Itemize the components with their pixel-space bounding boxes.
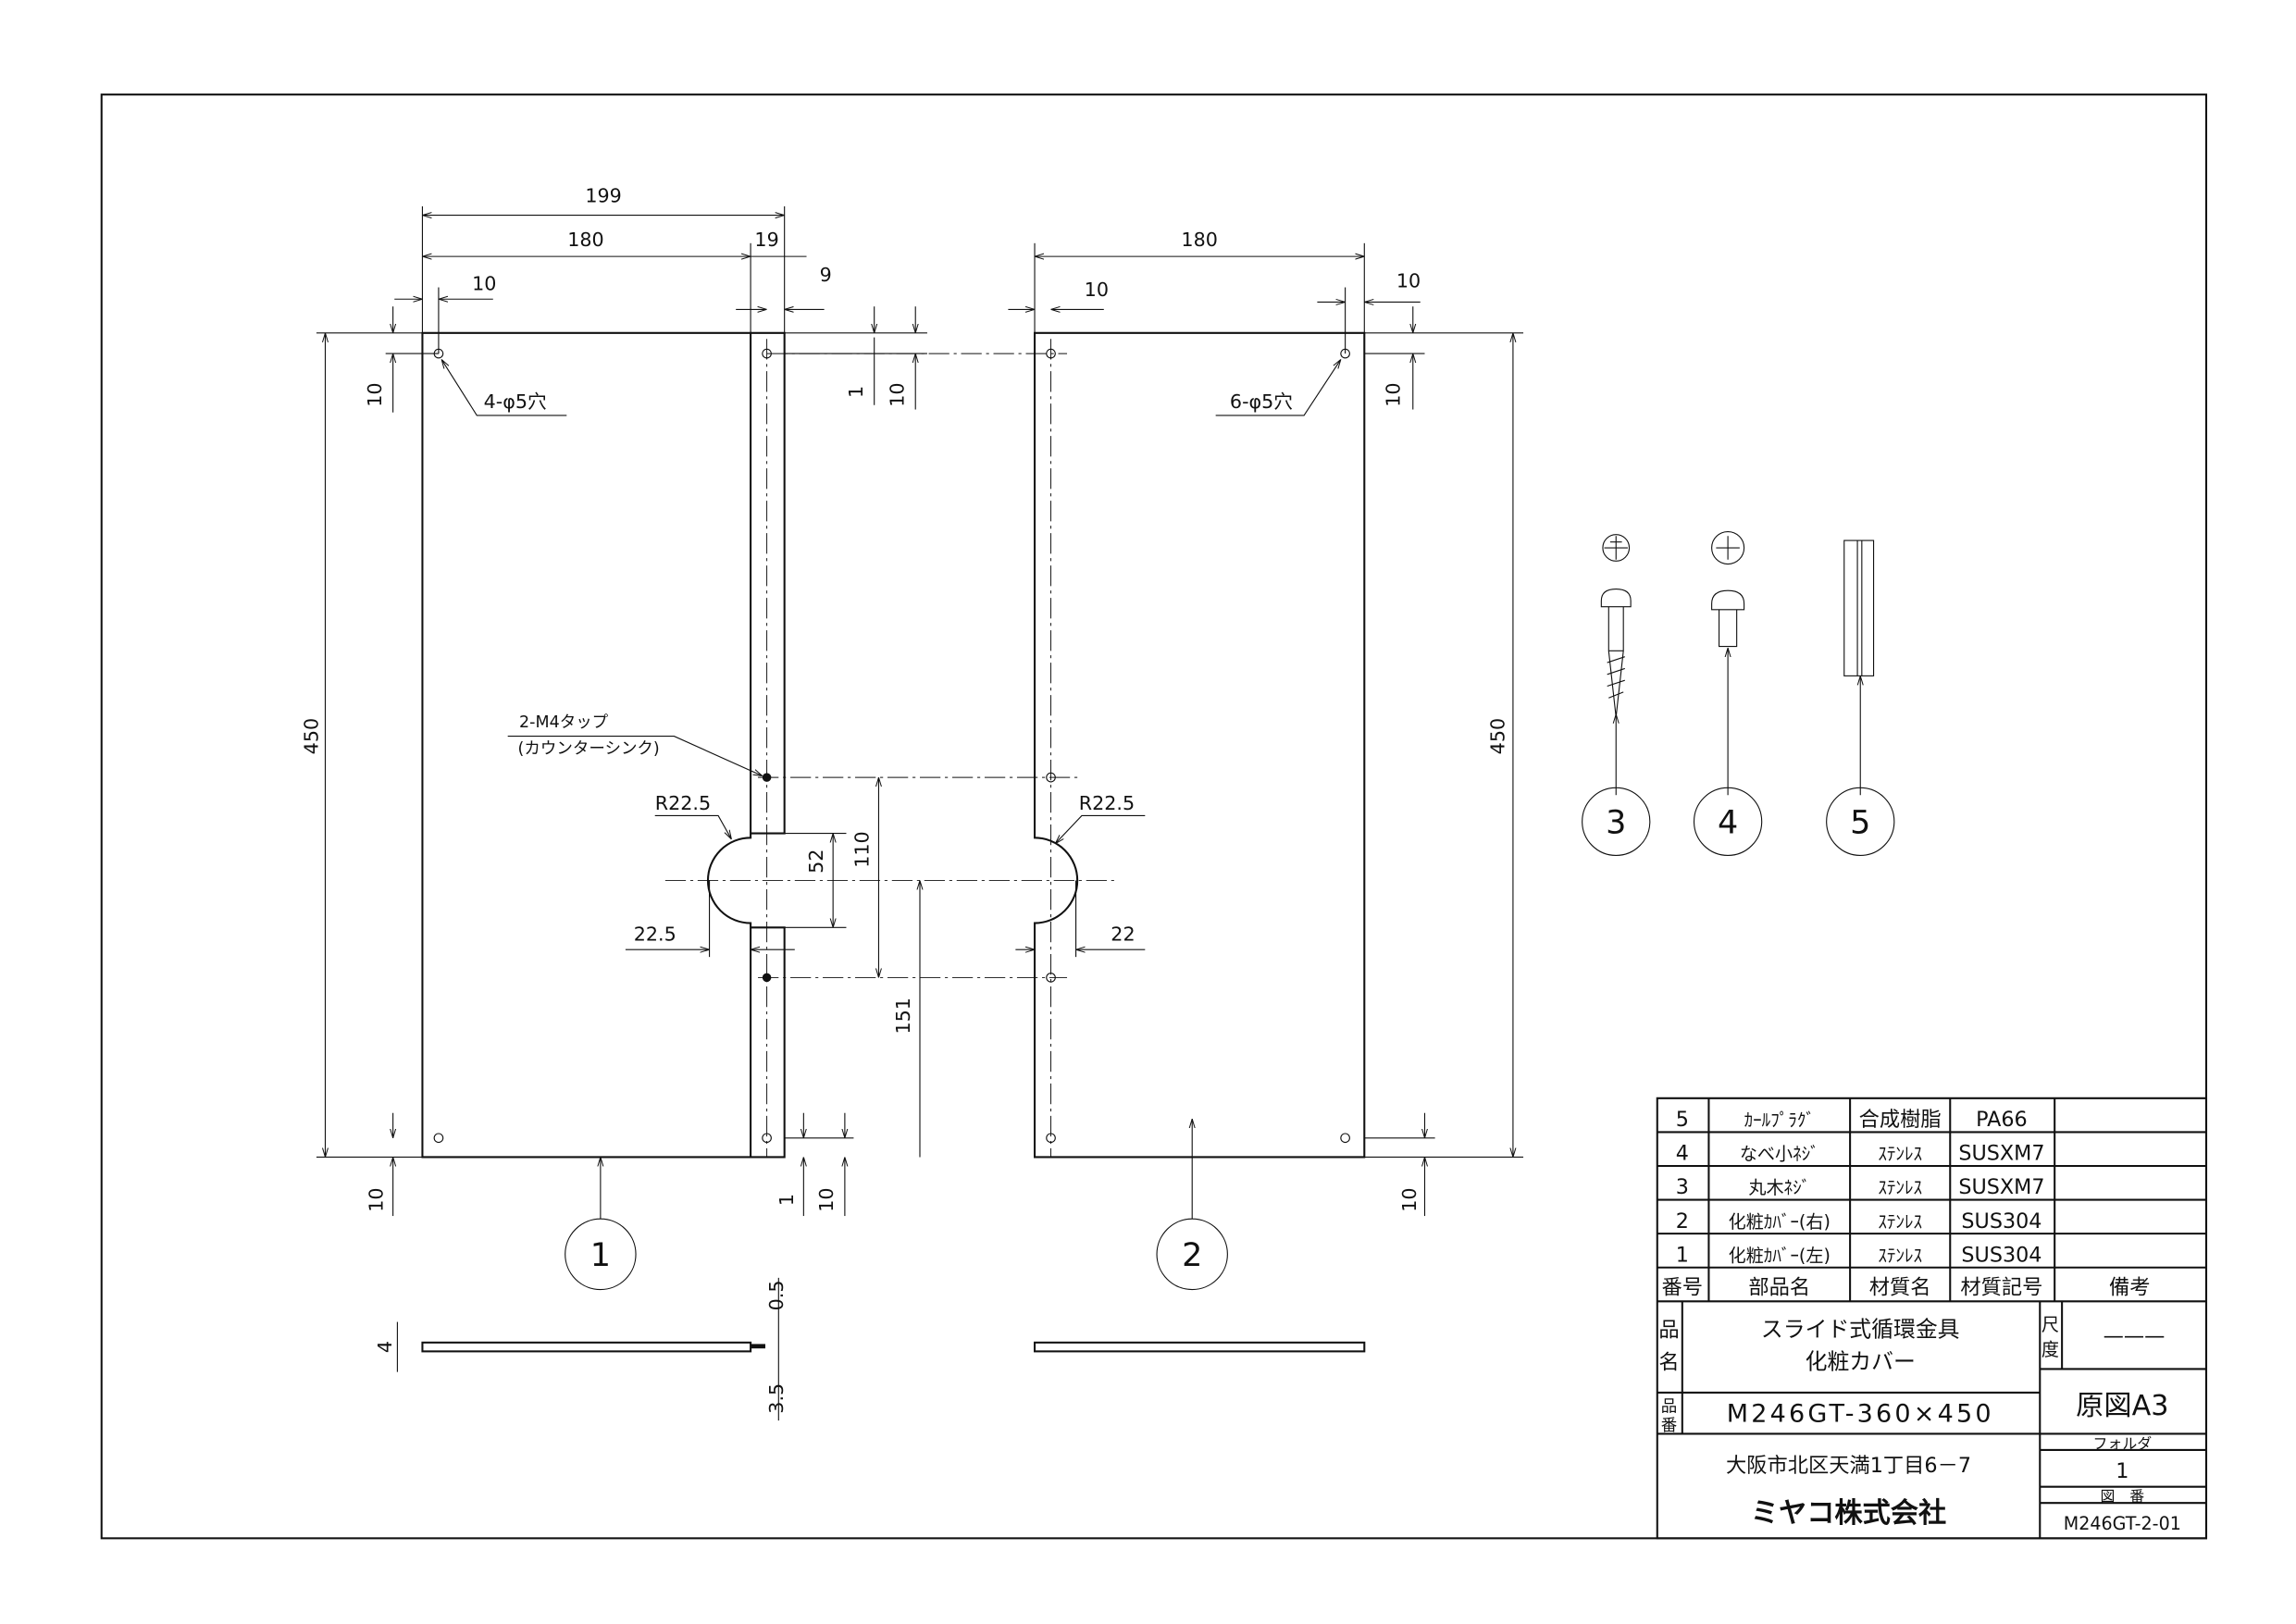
part-name: 化粧ｶﾊﾞｰ(右) [1729, 1212, 1831, 1233]
product-number: M246GT-360×450 [1727, 1400, 1994, 1429]
number-label: 番 [1661, 1417, 1678, 1435]
material-name: ｽﾃﾝﾚｽ [1878, 1246, 1922, 1266]
dim-10: 10 [472, 273, 496, 295]
dim-10: 10 [1085, 279, 1109, 301]
dim-10: 10 [1398, 1187, 1421, 1211]
right-cover-plate [1034, 331, 1366, 1159]
header-material-code: 材質記号 [1960, 1275, 2042, 1299]
dim-0-5: 0.5 [765, 1281, 788, 1311]
material-code: SUS304 [1961, 1243, 2042, 1267]
dim-10: 10 [364, 382, 386, 406]
row-number: 1 [1676, 1243, 1689, 1267]
drawing-number: M246GT-2-01 [2064, 1514, 2181, 1534]
row-number: 3 [1676, 1175, 1689, 1199]
holes-note-right: 6-φ5穴 [1230, 391, 1293, 413]
scale-value: ——— [2104, 1324, 2166, 1348]
dim-10: 10 [1382, 382, 1404, 406]
name-label: 品 [1658, 1318, 1679, 1342]
drawing-border [100, 93, 2208, 1540]
parts-list-table: 5 ｶｰﾙﾌﾟﾗｸﾞ 合成樹脂 PA66 4 なべ小ﾈｼﾞ ｽﾃﾝﾚｽ SUSX… [1656, 1097, 2208, 1540]
part-name: なべ小ﾈｼﾞ [1740, 1145, 1819, 1165]
dim-22: 22 [1111, 924, 1135, 946]
hole-icon [1046, 348, 1350, 1144]
radius-label: R22.5 [655, 792, 711, 814]
company-logo: ミヤコ株式会社 [1751, 1497, 1946, 1530]
header-part-name: 部品名 [1748, 1275, 1810, 1299]
original-size: 原図A3 [2076, 1390, 2168, 1422]
dim-10: 10 [815, 1187, 838, 1211]
material-code: SUSXM7 [1958, 1175, 2044, 1199]
material-name: ｽﾃﾝﾚｽ [1878, 1212, 1922, 1233]
header-remarks: 備考 [2109, 1275, 2151, 1299]
title-block: 品 名 スライド式循環金具 化粧カバー 品 番 M246GT-360×450 尺… [1657, 1301, 2206, 1539]
material-name: ｽﾃﾝﾚｽ [1878, 1178, 1922, 1198]
center-lines [664, 339, 1119, 1158]
radius-label: R22.5 [1079, 792, 1135, 814]
name-label: 名 [1658, 1350, 1679, 1374]
folder-value: 1 [2116, 1459, 2128, 1483]
dim-10: 10 [886, 382, 908, 406]
dim-199: 199 [585, 184, 621, 206]
folder-label: フォルダ [2093, 1434, 2153, 1452]
dim-110: 110 [850, 831, 873, 867]
material-code: SUS304 [1961, 1209, 2042, 1233]
row-number: 2 [1676, 1209, 1689, 1233]
balloon-4: 4 [1718, 805, 1738, 842]
material-code: PA66 [1976, 1108, 2028, 1132]
dim-thickness-4: 4 [374, 1341, 396, 1353]
balloon-3: 3 [1606, 805, 1626, 842]
product-name-sub: 化粧カバー [1806, 1348, 1916, 1374]
dimension-lines [316, 206, 1524, 1220]
dim-450-left: 450 [301, 718, 323, 754]
dim-3-5: 3.5 [765, 1383, 788, 1414]
holes-note-left: 4-φ5穴 [484, 391, 547, 413]
dim-10: 10 [366, 1187, 388, 1211]
part-name: 丸木ﾈｼﾞ [1748, 1178, 1810, 1198]
dim-9: 9 [820, 264, 832, 286]
plug-part-5 [1843, 539, 1875, 796]
header-material: 材質名 [1869, 1275, 1931, 1299]
dim-180-left: 180 [567, 229, 603, 251]
row-number: 5 [1676, 1108, 1689, 1132]
material-name: 合成樹脂 [1859, 1108, 1942, 1132]
scale-label: 度 [2042, 1340, 2059, 1360]
header-number: 番号 [1662, 1275, 1703, 1299]
company-address: 大阪市北区天満1丁目6－7 [1726, 1454, 1971, 1478]
balloons: 1 2 3 4 5 [565, 787, 1895, 1291]
balloon-5: 5 [1850, 805, 1870, 842]
dim-1: 1 [845, 386, 867, 398]
dim-22-5: 22.5 [634, 924, 676, 946]
dim-10: 10 [1396, 270, 1421, 292]
row-number: 4 [1676, 1142, 1689, 1166]
scale-label: 尺 [2042, 1315, 2059, 1335]
dim-19: 19 [754, 229, 778, 251]
dim-1: 1 [776, 1194, 798, 1206]
dim-450-right: 450 [1486, 718, 1508, 754]
dim-151: 151 [892, 998, 914, 1034]
product-name: スライド式循環金具 [1761, 1316, 1960, 1342]
drawing-number-label: 図 番 [2100, 1488, 2144, 1506]
part-name: ｶｰﾙﾌﾟﾗｸﾞ [1744, 1110, 1815, 1131]
material-name: ｽﾃﾝﾚｽ [1878, 1145, 1922, 1165]
side-views: 4 0.5 3.5 [374, 1277, 1366, 1421]
material-code: SUSXM7 [1958, 1142, 2044, 1166]
tap-note-sub: (カウンターシンク) [518, 740, 660, 759]
tap-note: 2-M4タップ [519, 713, 609, 732]
number-label: 品 [1661, 1398, 1678, 1417]
screw-part-4 [1711, 530, 1745, 796]
balloon-1: 1 [590, 1237, 611, 1274]
dim-180-right: 180 [1181, 229, 1217, 251]
screw-part-3 [1600, 534, 1632, 796]
dimension-labels: 199 180 19 10 9 180 10 10 450 450 10 10 … [301, 184, 1509, 1211]
part-name: 化粧ｶﾊﾞｰ(左) [1729, 1246, 1831, 1266]
balloon-2: 2 [1182, 1237, 1202, 1274]
dim-52: 52 [805, 849, 827, 874]
